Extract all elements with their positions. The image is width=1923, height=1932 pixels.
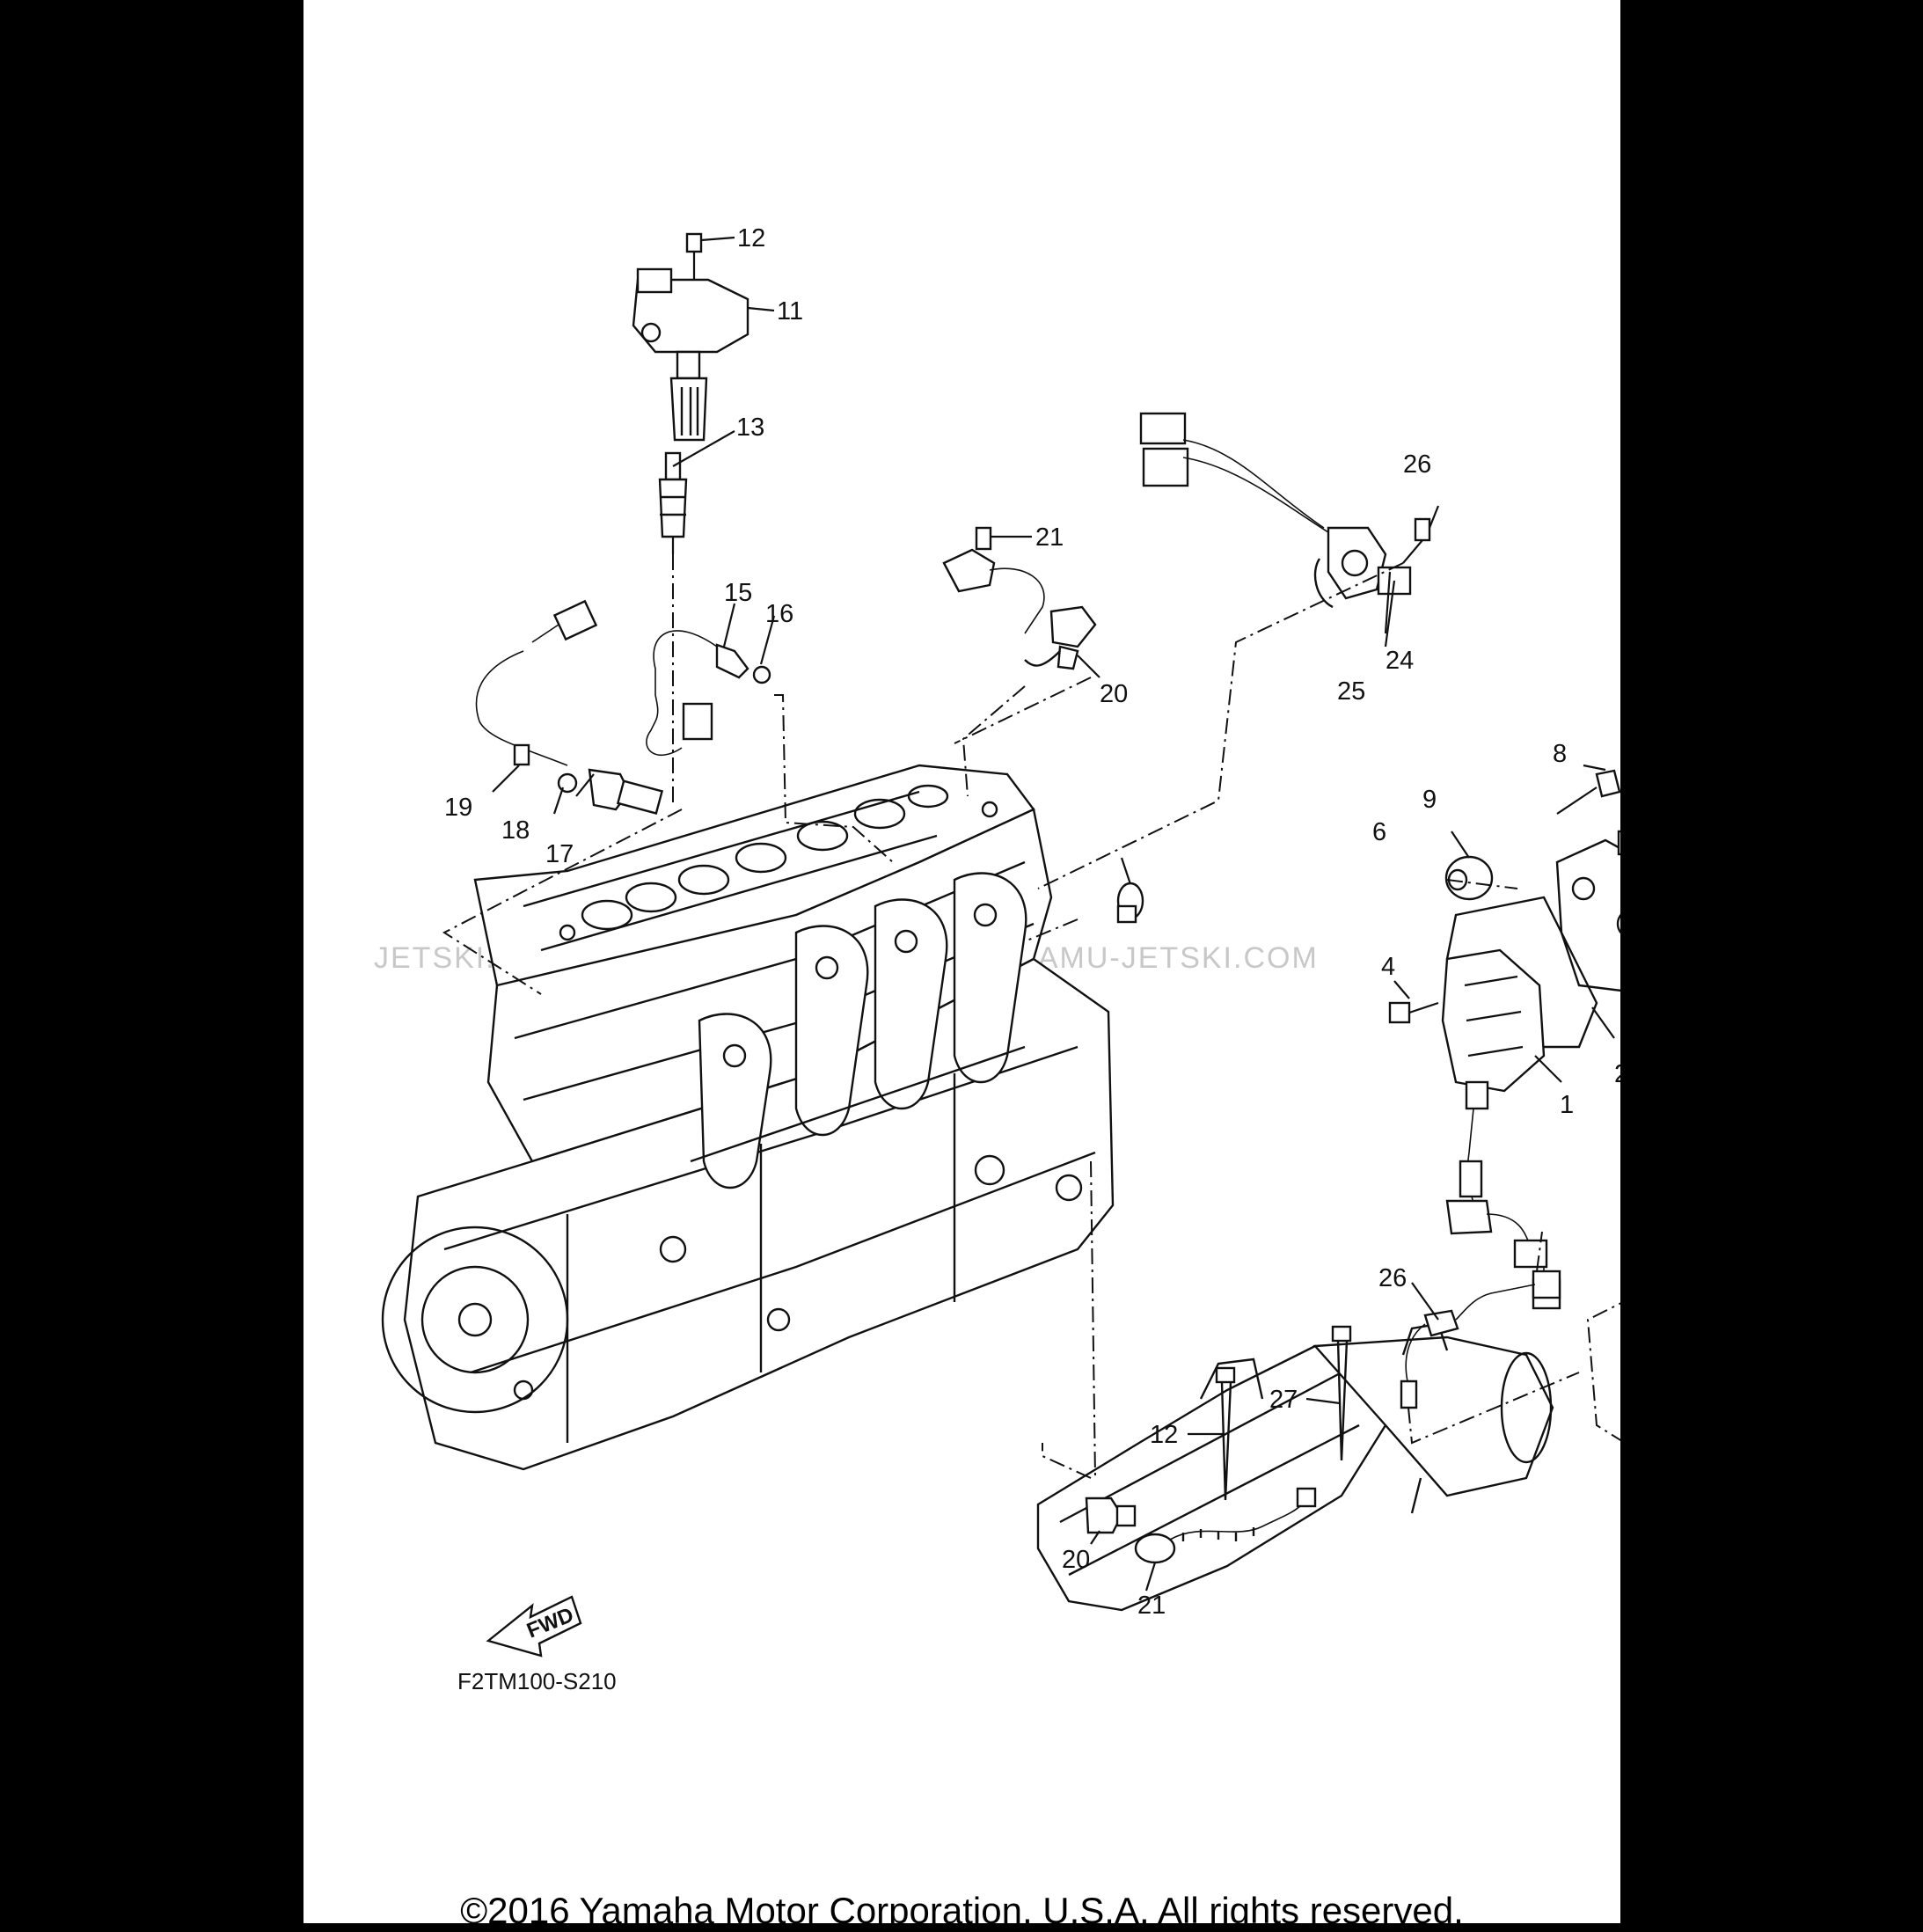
part-13-sensor bbox=[646, 630, 771, 757]
callout-14: 16 bbox=[765, 600, 793, 628]
part-15-sensor-assembly bbox=[475, 599, 664, 815]
callout-24: 26 bbox=[1403, 450, 1431, 479]
callout-17: 19 bbox=[444, 794, 472, 822]
assembly-lines bbox=[442, 554, 1620, 1479]
part-21-knock-sensor bbox=[1134, 1487, 1317, 1564]
callout-11: 13 bbox=[736, 413, 764, 442]
callout-leaders bbox=[492, 236, 1615, 1592]
part-3-bracket bbox=[1555, 830, 1620, 992]
callout-21: 21 bbox=[1137, 1592, 1166, 1620]
callout-6a: 6 bbox=[1372, 818, 1386, 846]
exhaust-pipe bbox=[1036, 1322, 1554, 1612]
callout-23: 25 bbox=[1337, 677, 1365, 706]
part-6-bushing-upper bbox=[1116, 882, 1144, 924]
callout-1: 1 bbox=[1560, 1091, 1574, 1119]
part-9-ignition-coil bbox=[632, 267, 749, 442]
callout-22: 24 bbox=[1386, 647, 1414, 675]
callout-18: 20 bbox=[1100, 680, 1128, 708]
part-10-bolt bbox=[685, 232, 703, 282]
callout-labels: 12 11 13 15 16 19 18 17 21 20 26 24 25 2… bbox=[444, 224, 1620, 1620]
part-18-sensor bbox=[942, 526, 1097, 670]
engine-block bbox=[381, 764, 1115, 1471]
parts-diagram: JETSKI.COM PROMOTORJETSKI.COM PJSAMU-JET… bbox=[374, 224, 1620, 1694]
callout-7a: 8 bbox=[1553, 740, 1567, 768]
callout-12: 12 bbox=[1150, 1421, 1178, 1449]
callout-2: 2 bbox=[1614, 1060, 1620, 1088]
callout-9: 11 bbox=[777, 297, 803, 326]
callout-19: 21 bbox=[1035, 523, 1064, 552]
fwd-arrow-icon: FWD bbox=[486, 1595, 582, 1658]
copyright-text: ©2016 Yamaha Motor Corporation, U.S.A. A… bbox=[460, 1890, 1464, 1931]
part-8-grommet-upper bbox=[1444, 855, 1494, 901]
diagram-page: JETSKI.COM PROMOTORJETSKI.COM PJSAMU-JET… bbox=[303, 0, 1620, 1931]
part-26-temperature-sensor bbox=[1400, 1270, 1561, 1409]
callout-13: 15 bbox=[724, 579, 752, 607]
part-20-sensor bbox=[1085, 1497, 1137, 1534]
callout-10: 12 bbox=[737, 224, 765, 252]
part-1-ecu bbox=[1441, 948, 1546, 1110]
part-7-bolt-left bbox=[1556, 769, 1620, 815]
part-4-bolt bbox=[1388, 1001, 1439, 1024]
callout-27: 27 bbox=[1269, 1386, 1298, 1414]
callout-4: 4 bbox=[1381, 953, 1395, 981]
callout-16: 18 bbox=[501, 816, 530, 845]
part-12-cable-tie bbox=[1215, 1366, 1236, 1501]
part-27-cable-tie bbox=[1331, 1325, 1352, 1461]
part-11-spark-plug bbox=[658, 451, 688, 554]
callout-15: 17 bbox=[545, 840, 574, 868]
part-22-sensor-harness bbox=[1139, 412, 1431, 609]
callout-26: 26 bbox=[1378, 1264, 1407, 1292]
callout-20: 20 bbox=[1062, 1546, 1090, 1574]
callout-8a: 9 bbox=[1422, 786, 1437, 814]
figure-code: F2TM100-S210 bbox=[457, 1668, 617, 1694]
